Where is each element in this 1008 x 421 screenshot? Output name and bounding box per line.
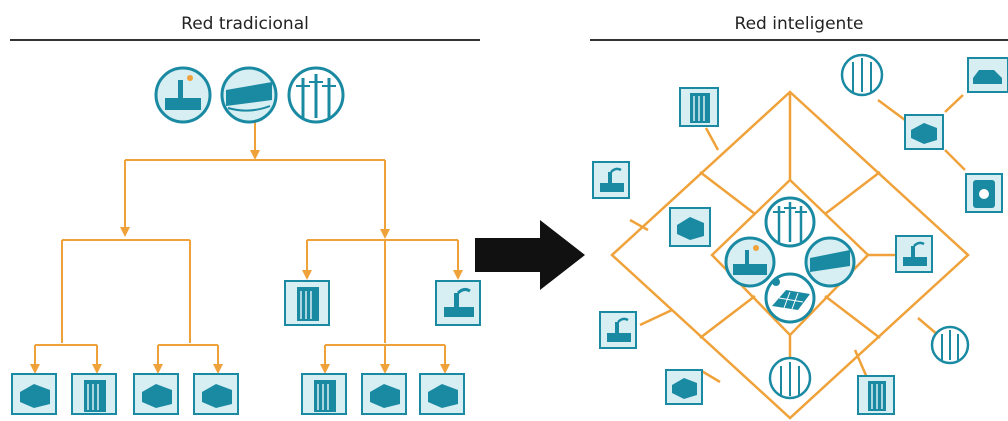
building-icon: [679, 87, 719, 127]
house-icon: [904, 114, 944, 150]
wind-turbine-icon: [768, 356, 812, 400]
house-icon: [361, 373, 407, 415]
house-icon: [665, 369, 703, 405]
building-icon: [71, 373, 117, 415]
battery-icon: [965, 173, 1003, 213]
building-icon: [284, 280, 330, 326]
smart-grid-lines: [610, 90, 970, 420]
house-icon: [419, 373, 465, 415]
dam-icon: [804, 236, 856, 288]
wind-turbine-icon: [764, 196, 816, 248]
factory-icon: [724, 236, 776, 288]
house-icon: [193, 373, 239, 415]
transition-arrow-icon: [475, 220, 585, 290]
car-icon: [967, 57, 1008, 93]
wind-turbine-icon: [930, 325, 970, 365]
traditional-tree-lines: [30, 122, 463, 374]
wind-turbine-icon: [287, 66, 345, 124]
building-icon: [857, 375, 895, 415]
traditional-grid-title: Red tradicional: [181, 14, 309, 34]
factory-icon: [599, 311, 637, 349]
factory-icon: [435, 280, 481, 326]
house-icon: [11, 373, 57, 415]
dam-icon: [220, 66, 278, 124]
factory-icon: [154, 66, 212, 124]
building-icon: [301, 373, 347, 415]
wind-turbine-icon: [840, 53, 884, 97]
house-icon: [133, 373, 179, 415]
factory-icon: [592, 161, 630, 199]
solar-panel-icon: [764, 272, 816, 324]
house-icon: [669, 207, 711, 247]
smart-grid-title: Red inteligente: [734, 14, 864, 34]
factory-icon: [895, 235, 933, 273]
